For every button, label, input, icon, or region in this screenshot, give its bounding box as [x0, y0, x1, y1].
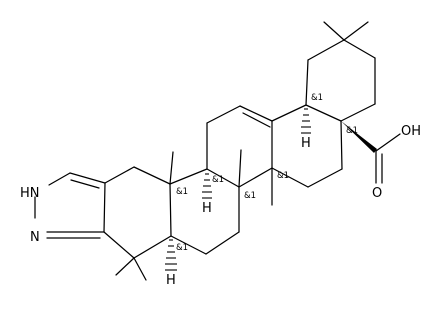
- bond-gem-methyl-2: [133, 257, 147, 281]
- bond-d5: [271, 167, 309, 188]
- stereo-label: &1: [244, 191, 256, 201]
- o-label: O: [372, 186, 382, 201]
- bond-a3: [169, 183, 172, 237]
- bond-d4: [307, 168, 343, 188]
- h-label-c18: H: [301, 136, 311, 151]
- n-label: N: [30, 230, 40, 245]
- bond-d3: [340, 120, 343, 170]
- stereo-label: &1: [212, 175, 224, 185]
- bond-ch-nh: [48, 172, 71, 186]
- h-label-c5: H: [166, 273, 176, 288]
- bond-c-ch: [69, 172, 106, 184]
- bond-e3: [343, 39, 376, 59]
- bond-b4: [205, 231, 240, 255]
- stereo-label: &1: [176, 187, 188, 197]
- hash-bond-c5-h: [165, 239, 177, 271]
- bond-a5: [103, 231, 135, 259]
- bond-methyl-c10: [169, 151, 174, 185]
- oh-label: OH: [401, 124, 421, 139]
- bond-methyl-c8: [238, 149, 242, 188]
- nh-label: HN: [20, 186, 40, 201]
- bond-b2: [206, 168, 240, 188]
- bond-b5: [170, 235, 207, 255]
- bond-c3-double: [242, 112, 271, 128]
- stereo-label: &1: [311, 93, 323, 103]
- bond-e5: [340, 103, 376, 122]
- bond-d1: [271, 104, 307, 122]
- bond-c2: [206, 105, 241, 124]
- h-label-c9: H: [202, 201, 212, 216]
- bond-cooh-oh: [375, 133, 401, 152]
- bond-c5: [238, 167, 273, 188]
- stereo-label: &1: [277, 171, 289, 181]
- bond-e1: [305, 59, 309, 106]
- bond-e2: [307, 39, 345, 61]
- bond-b1: [169, 168, 208, 185]
- bond-a4: [133, 235, 172, 259]
- wedge-bond-c17-cooh: [341, 121, 377, 153]
- bond-d2: [305, 104, 342, 122]
- stereo-label: &1: [346, 126, 358, 136]
- hash-bond-c9-h: [202, 173, 212, 199]
- stereo-label: &1: [176, 243, 188, 253]
- bond-c3: [239, 105, 273, 122]
- bond-c-ch-double: [70, 179, 100, 189]
- bond-gem-methyl-1: [115, 257, 135, 276]
- hash-bond-c18-h: [301, 108, 311, 134]
- bond-a2: [133, 166, 171, 185]
- bond-a1: [104, 166, 135, 184]
- bond-pyrazole-fusion: [103, 182, 106, 233]
- bond-gem-methyl-4: [343, 21, 369, 41]
- bond-gem-methyl-3: [323, 21, 345, 41]
